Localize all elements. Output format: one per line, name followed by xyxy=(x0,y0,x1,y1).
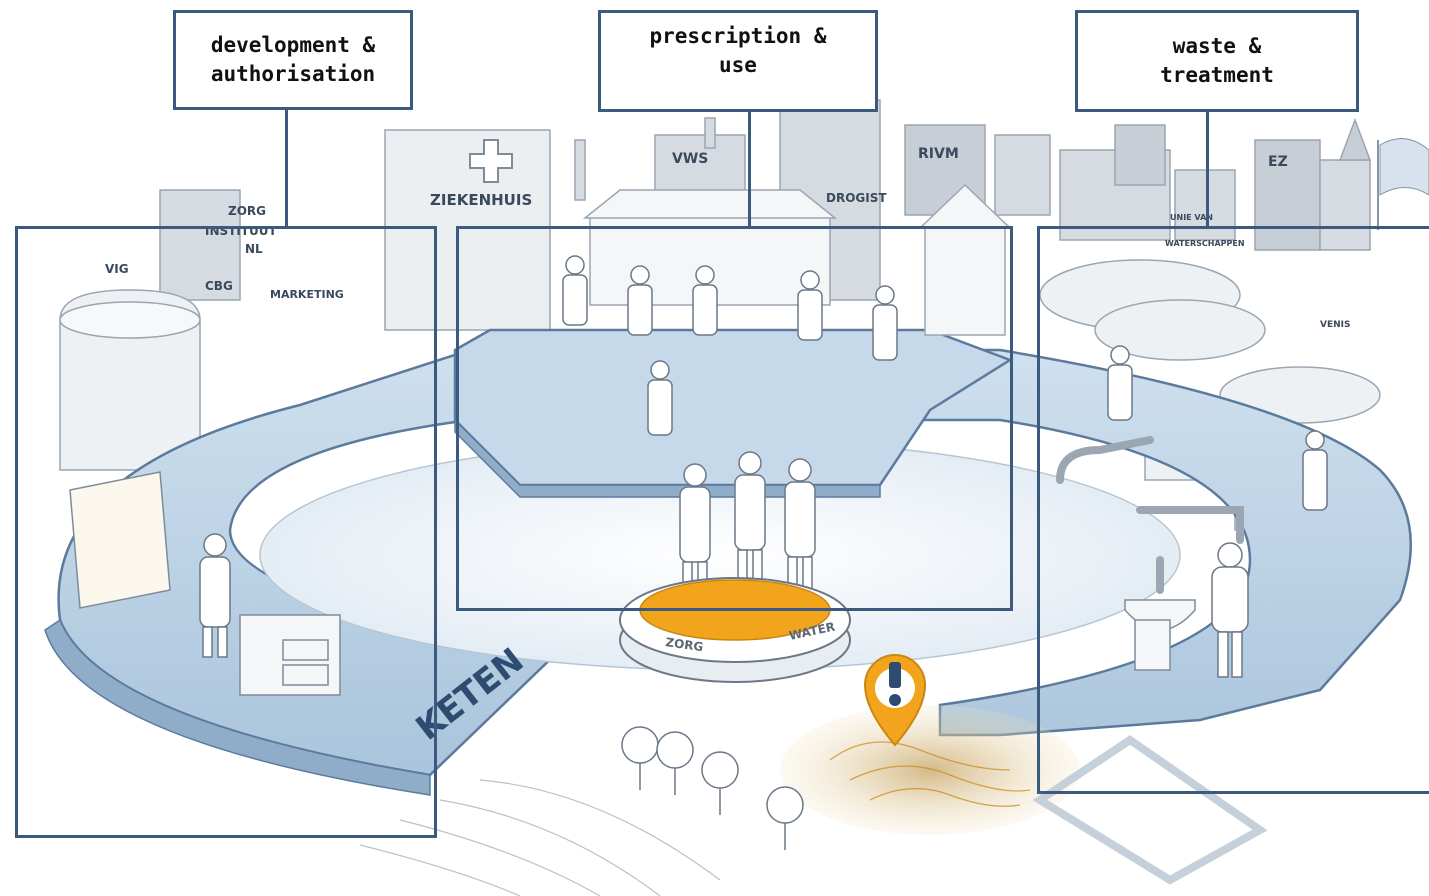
frame-prescription xyxy=(456,226,1013,611)
soil-spill xyxy=(780,705,1080,835)
exclamation-pin-icon xyxy=(863,654,927,747)
svg-text:VENIS: VENIS xyxy=(1320,320,1350,330)
svg-text:VWS: VWS xyxy=(672,151,708,167)
lab-bench xyxy=(239,614,341,696)
sink xyxy=(1124,599,1196,671)
svg-text:VIG: VIG xyxy=(105,262,129,276)
stage-label-development: development & authorisation xyxy=(173,10,413,110)
frame-development xyxy=(15,226,437,838)
connector-development xyxy=(285,109,288,228)
center-disc: ZORG WATER xyxy=(619,577,851,683)
svg-text:ZORG: ZORG xyxy=(228,204,266,218)
stage-text-prescription: prescription & use xyxy=(649,24,827,77)
svg-text:DROGIST: DROGIST xyxy=(826,191,887,205)
svg-text:EZ: EZ xyxy=(1268,154,1288,170)
connector-prescription xyxy=(748,110,751,228)
svg-text:WATERSCHAPPEN: WATERSCHAPPEN xyxy=(1165,239,1245,248)
toelating-board xyxy=(69,471,171,609)
svg-text:NL: NL xyxy=(245,242,263,256)
spill-contours xyxy=(829,741,1031,807)
svg-text:MARKETING: MARKETING xyxy=(270,288,344,301)
connector-waste xyxy=(1206,110,1209,228)
svg-text:RIVM: RIVM xyxy=(918,146,959,162)
svg-text:ZORG: ZORG xyxy=(665,635,705,654)
svg-text:UNIE VAN: UNIE VAN xyxy=(1170,213,1213,222)
trees xyxy=(621,726,804,850)
field-lines xyxy=(359,735,1268,896)
svg-text:ZIEKENHUIS: ZIEKENHUIS xyxy=(430,191,532,209)
stage-label-waste: waste & treatment xyxy=(1075,10,1359,112)
people-figures xyxy=(199,255,1328,678)
frame-waste xyxy=(1037,226,1429,794)
farmacie-tank xyxy=(59,289,201,471)
pipes xyxy=(1056,436,1244,594)
hospital-cross-icon xyxy=(469,139,513,183)
svg-text:CBG: CBG xyxy=(205,279,233,293)
stage-label-prescription: prescription & use xyxy=(598,10,878,112)
stage-text-development: development & authorisation xyxy=(210,33,376,86)
stage-text-waste: waste & treatment xyxy=(1160,34,1274,87)
eu-flag-icon xyxy=(1377,138,1429,230)
